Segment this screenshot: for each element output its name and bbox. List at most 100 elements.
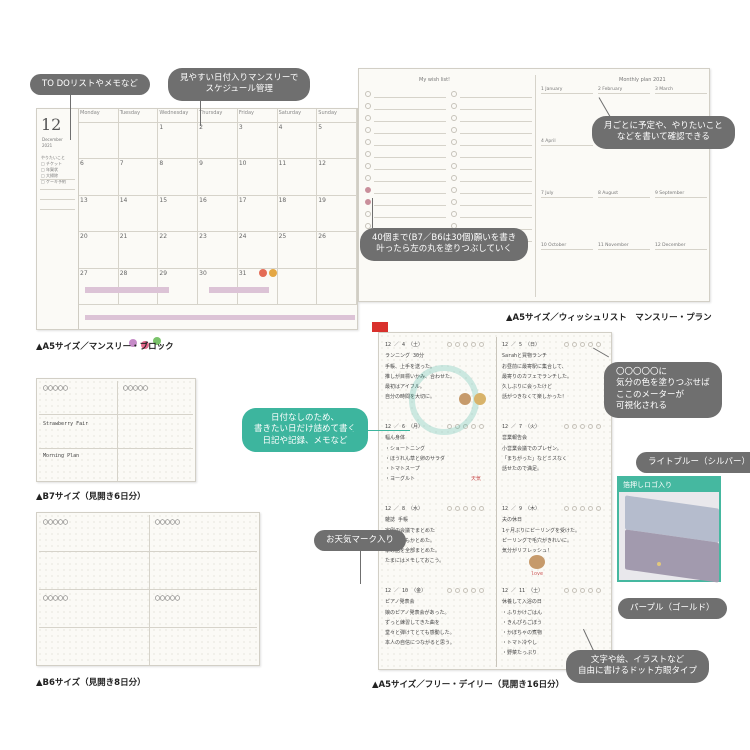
mood-meter-circle[interactable] bbox=[455, 588, 460, 593]
daily-date: 12 ／ 8 （水） bbox=[385, 506, 424, 512]
calendar-day-cell[interactable]: 31 bbox=[237, 268, 278, 305]
calendar-day-cell[interactable] bbox=[118, 123, 159, 160]
wish-circle[interactable] bbox=[451, 199, 457, 205]
calendar-day-cell[interactable]: 19 bbox=[317, 195, 357, 233]
mood-meter-circle[interactable] bbox=[572, 342, 577, 347]
wish-circle[interactable] bbox=[365, 199, 371, 205]
wish-circle[interactable] bbox=[451, 187, 457, 193]
calendar-day-cell[interactable]: 16 bbox=[198, 195, 238, 233]
flower-doodle bbox=[129, 339, 137, 347]
calendar-day-cell[interactable]: 17 bbox=[237, 195, 278, 233]
calendar-day-cell[interactable]: 22 bbox=[158, 232, 199, 269]
wish-circle[interactable] bbox=[451, 211, 457, 217]
calendar-day-cell[interactable]: 24 bbox=[237, 232, 278, 269]
calendar-day-cell[interactable]: 1 bbox=[158, 123, 199, 160]
mood-meter-circle[interactable] bbox=[580, 424, 585, 429]
mood-meter-circle[interactable] bbox=[455, 506, 460, 511]
calendar-day-cell[interactable]: 8 bbox=[158, 159, 199, 196]
mood-meter-circle[interactable] bbox=[447, 342, 452, 347]
wish-circle[interactable] bbox=[365, 91, 371, 97]
mood-meter-circle[interactable] bbox=[564, 506, 569, 511]
wish-circle[interactable] bbox=[451, 151, 457, 157]
calendar-day-cell[interactable]: 25 bbox=[277, 232, 318, 269]
mood-meter-circle[interactable] bbox=[479, 588, 484, 593]
mood-meter-circle[interactable] bbox=[596, 424, 601, 429]
calendar-day-cell[interactable]: 18 bbox=[277, 195, 318, 233]
calendar-day-cell[interactable]: 3 bbox=[237, 123, 278, 160]
wish-circle[interactable] bbox=[365, 139, 371, 145]
mood-meter-circle[interactable] bbox=[455, 342, 460, 347]
mood-meter-circle[interactable] bbox=[588, 424, 593, 429]
mood-meter-circle[interactable] bbox=[572, 506, 577, 511]
calendar-day-cell[interactable]: 30 bbox=[198, 268, 238, 305]
calendar-day-cell[interactable]: 14 bbox=[118, 195, 159, 233]
mood-meter-circle[interactable] bbox=[479, 506, 484, 511]
calendar-day-cell[interactable]: 28 bbox=[118, 268, 159, 305]
wish-circle[interactable] bbox=[451, 103, 457, 109]
mood-meter-circle[interactable] bbox=[596, 342, 601, 347]
wish-circle[interactable] bbox=[451, 115, 457, 121]
monthly-side-panel: 12 December 2021 やりたいこと□ チケット□ 年賀状□ 大掃除□… bbox=[37, 109, 79, 329]
wish-circle[interactable] bbox=[451, 163, 457, 169]
calendar-day-cell[interactable]: 12 bbox=[317, 159, 357, 196]
daily-date: 12 ／ 5 （日） bbox=[502, 342, 541, 348]
mood-meter-circle[interactable] bbox=[572, 588, 577, 593]
calendar-day-cell[interactable]: 20 bbox=[79, 232, 119, 269]
mood-meter-circle[interactable] bbox=[479, 424, 484, 429]
calendar-day-cell[interactable]: 13 bbox=[79, 195, 119, 233]
calendar-day-cell[interactable]: 23 bbox=[198, 232, 238, 269]
wish-circle[interactable] bbox=[451, 139, 457, 145]
mood-meter-circle[interactable] bbox=[588, 588, 593, 593]
mood-meter-circle[interactable] bbox=[564, 588, 569, 593]
mood-meter-circle[interactable] bbox=[564, 424, 569, 429]
mood-meter-circle[interactable] bbox=[447, 506, 452, 511]
wish-circle[interactable] bbox=[365, 187, 371, 193]
calendar-day-cell[interactable] bbox=[277, 268, 318, 305]
mood-meter-circle[interactable] bbox=[447, 588, 452, 593]
mood-meter-circle[interactable] bbox=[463, 588, 468, 593]
mood-meter-circle[interactable] bbox=[580, 506, 585, 511]
calendar-day-cell[interactable]: 10 bbox=[237, 159, 278, 196]
calendar-day-cell[interactable]: 7 bbox=[118, 159, 159, 196]
calendar-day-cell[interactable]: 5 bbox=[317, 123, 357, 160]
mood-meter-circle[interactable] bbox=[463, 342, 468, 347]
mood-meter-circle[interactable] bbox=[471, 588, 476, 593]
mood-meter-circle[interactable] bbox=[596, 506, 601, 511]
wish-circle[interactable] bbox=[365, 151, 371, 157]
calendar-day-cell[interactable]: 2 bbox=[198, 123, 238, 160]
wish-circle[interactable] bbox=[365, 115, 371, 121]
mood-meter-circle[interactable] bbox=[463, 506, 468, 511]
calendar-day-cell[interactable]: 11 bbox=[277, 159, 318, 196]
mood-meter-circle[interactable] bbox=[471, 506, 476, 511]
calendar-day-cell[interactable]: 6 bbox=[79, 159, 119, 196]
plan-month-label: 7 July bbox=[541, 191, 554, 196]
calendar-day-cell[interactable]: 21 bbox=[118, 232, 159, 269]
mood-meter-circle[interactable] bbox=[471, 342, 476, 347]
calendar-day-cell[interactable] bbox=[317, 268, 357, 305]
wish-circle[interactable] bbox=[365, 175, 371, 181]
wish-circle[interactable] bbox=[365, 211, 371, 217]
calendar-day-cell[interactable]: 29 bbox=[158, 268, 199, 305]
calendar-day-cell[interactable]: 9 bbox=[198, 159, 238, 196]
mood-meter-circle[interactable] bbox=[596, 588, 601, 593]
wish-circle[interactable] bbox=[365, 163, 371, 169]
wish-circle[interactable] bbox=[451, 91, 457, 97]
wish-circle[interactable] bbox=[451, 175, 457, 181]
bear-sticker bbox=[474, 393, 486, 405]
mood-meter-circle[interactable] bbox=[471, 424, 476, 429]
wish-circle[interactable] bbox=[451, 127, 457, 133]
wish-circle[interactable] bbox=[365, 103, 371, 109]
mood-meter-circle[interactable] bbox=[580, 588, 585, 593]
calendar-day-cell[interactable] bbox=[79, 123, 119, 160]
mood-meter-circle[interactable] bbox=[479, 342, 484, 347]
mood-meter-circle[interactable] bbox=[588, 506, 593, 511]
calendar-day-cell[interactable]: 26 bbox=[317, 232, 357, 269]
calendar-day-cell[interactable]: 15 bbox=[158, 195, 199, 233]
calendar-day-cell[interactable]: 27 bbox=[79, 268, 119, 305]
mood-meter-circle[interactable] bbox=[588, 342, 593, 347]
mood-meter-circle[interactable] bbox=[572, 424, 577, 429]
calendar-day-cell[interactable]: 4 bbox=[277, 123, 318, 160]
mood-meter-circle[interactable] bbox=[564, 342, 569, 347]
mood-meter-circle[interactable] bbox=[580, 342, 585, 347]
wish-circle[interactable] bbox=[365, 127, 371, 133]
